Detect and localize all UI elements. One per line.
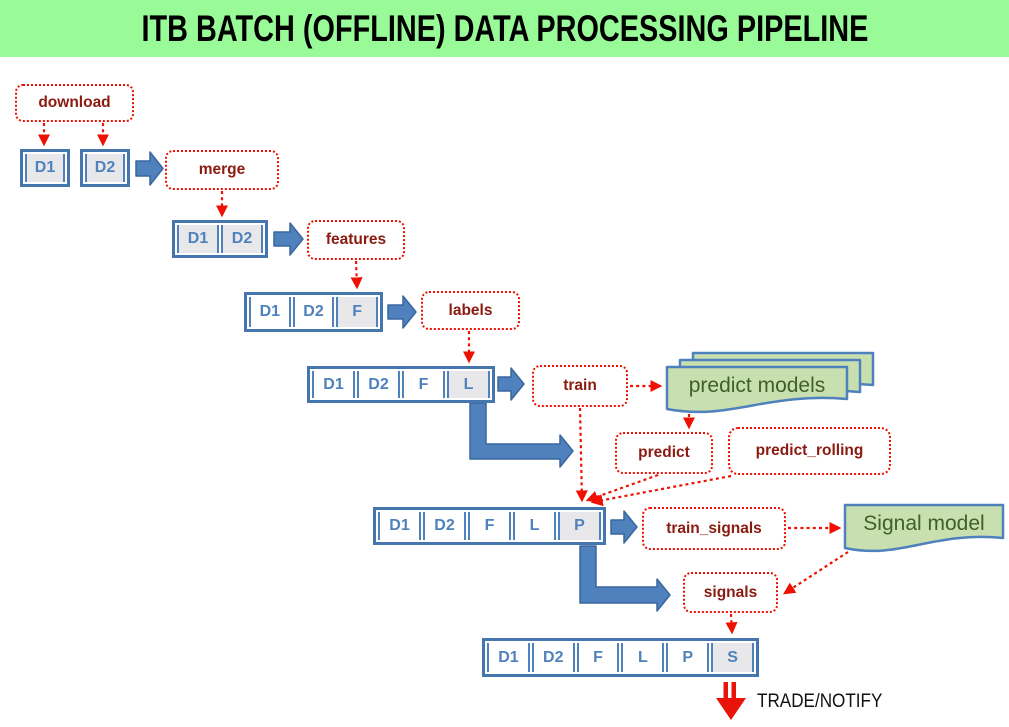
df-cell-l: L [447, 371, 490, 398]
trade-arrow-bar-left [723, 682, 728, 699]
dataframe-with-features: D1 D2 F [244, 292, 383, 332]
df-cell-d2: D2 [221, 225, 263, 253]
process-merge: merge [165, 150, 279, 190]
process-train-label: train [563, 377, 597, 394]
trade-arrow-bar-right [731, 682, 736, 699]
process-features-label: features [325, 231, 387, 248]
process-predict-rolling: predict_rolling [728, 427, 891, 475]
process-signals: signals [683, 572, 778, 613]
arrow-d2-to-merge [135, 151, 164, 186]
process-signals-label: signals [703, 583, 758, 601]
df-cell-d1: D1 [378, 512, 421, 540]
df-cell-d2: D2 [357, 371, 400, 398]
process-train-signals-label: train_signals [666, 519, 762, 537]
connector-train-to-p [575, 407, 588, 503]
process-download: download [15, 84, 134, 122]
elbow-arrow-predictions-row-to-signals [579, 545, 671, 612]
dataframe-with-signals: D1 D2 F L P S [482, 638, 759, 677]
predict-models-shape-stack [665, 351, 875, 414]
signal-model-doc [843, 503, 1005, 553]
process-download-label: download [38, 94, 111, 111]
process-labels: labels [421, 291, 520, 330]
process-train-signals: train_signals [642, 507, 786, 550]
df-cell-d2: D2 [423, 512, 466, 540]
df-cell-d1: D1 [312, 371, 355, 398]
df-cell-d1: D1 [487, 643, 530, 672]
dataframe-source1: D1 [20, 149, 70, 187]
connector-predict-rolling-to-p [590, 474, 732, 507]
df-cell-l: L [513, 512, 556, 540]
df-cell-s: S [711, 643, 754, 672]
df-cell-l: L [621, 643, 665, 672]
title-banner: ITB BATCH (OFFLINE) DATA PROCESSING PIPE… [0, 0, 1009, 57]
trade-notify-arrow [716, 682, 746, 720]
connector-signal-model-to-signals [782, 551, 849, 595]
process-merge-label: merge [198, 161, 246, 178]
df-cell-d1: D1 [177, 225, 219, 253]
df-cell-f: F [402, 371, 445, 398]
signal-model-label: Signal model [863, 512, 985, 535]
df-cell-d2: D2 [85, 154, 125, 182]
df-cell-d1: D1 [25, 154, 65, 182]
df-cell-p: P [558, 512, 601, 540]
dataframe-with-labels: D1 D2 F L [307, 366, 495, 403]
connector-features-to-f [350, 260, 363, 290]
elbow-arrow-labels-row-down [469, 402, 574, 468]
df-cell-d2: D2 [292, 297, 335, 327]
page-title: ITB BATCH (OFFLINE) DATA PROCESSING PIPE… [141, 7, 868, 49]
trade-arrow-head [716, 698, 746, 720]
predict-models-label: predict models [688, 374, 826, 397]
arrow-labels-row-to-train [497, 367, 525, 401]
df-cell-f: F [468, 512, 511, 540]
process-predict-rolling-label: predict_rolling [755, 442, 864, 459]
df-cell-f: F [336, 297, 379, 327]
signal-model-shape [843, 503, 1005, 553]
arrow-merged-to-features [273, 222, 304, 256]
df-cell-d2: D2 [531, 643, 575, 672]
process-predict-label: predict [638, 444, 690, 461]
dataframe-with-predictions: D1 D2 F L P [373, 507, 606, 545]
df-cell-d1: D1 [249, 297, 291, 327]
connector-signals-to-s [725, 613, 738, 635]
arrow-predictions-row-to-train-signals [610, 510, 638, 544]
predict-models-doc-front [665, 365, 849, 414]
process-train: train [532, 365, 628, 407]
process-predict: predict [615, 432, 713, 474]
dataframe-source2: D2 [80, 149, 130, 187]
trade-notify-label: TRADE/NOTIFY [757, 691, 883, 712]
connector-predict-to-p [585, 473, 659, 503]
df-cell-f: F [576, 643, 620, 672]
process-features: features [307, 220, 405, 260]
arrow-features-row-to-labels [387, 295, 417, 329]
dataframe-merged: D1 D2 [172, 220, 268, 258]
df-cell-p: P [666, 643, 710, 672]
process-labels-label: labels [448, 301, 493, 319]
